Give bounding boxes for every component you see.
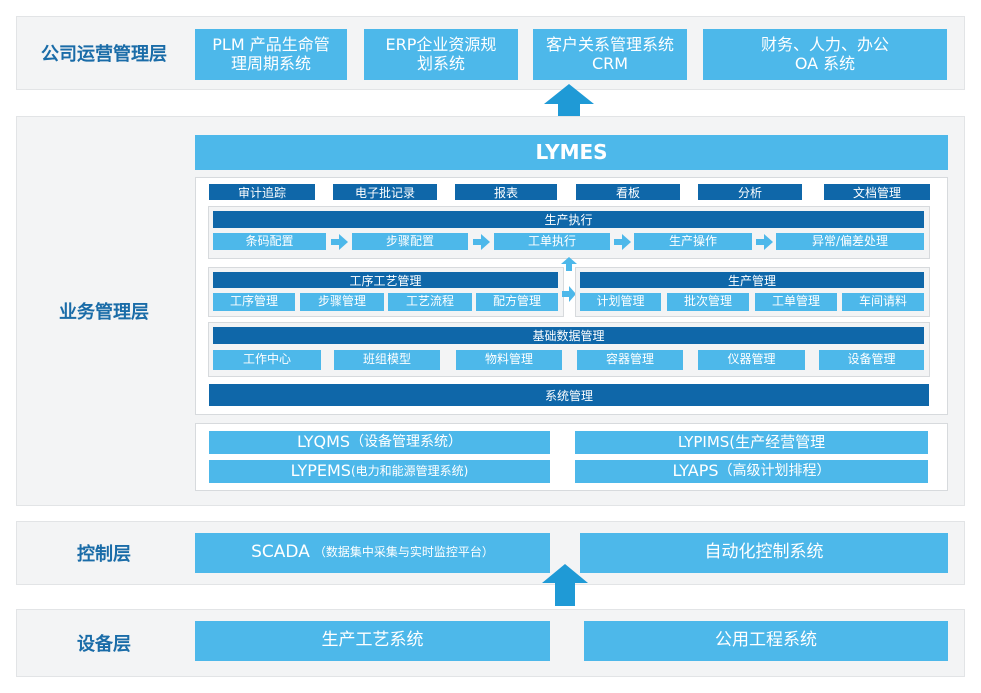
prod-item-material-request: 车间请料 xyxy=(842,293,924,311)
production-management-title: 生产管理 xyxy=(580,272,924,288)
up-arrow-icon xyxy=(544,84,594,128)
lyqms-box: LYQMS （设备管理系统） xyxy=(209,431,550,454)
lyaps-sub-label: （高级计划排程） xyxy=(718,463,831,480)
lypems-sub-label: (电力和能源管理系统) xyxy=(350,463,469,478)
up-arrow-icon xyxy=(542,564,588,606)
process-system-box: 生产工艺系统 xyxy=(195,621,550,661)
module-board: 看板 xyxy=(576,184,680,200)
step-step-config: 步骤配置 xyxy=(352,233,468,250)
crm-system-box: 客户关系管理系统 CRM xyxy=(533,29,687,80)
scada-box: SCADA （数据集中采集与实时监控平台） xyxy=(195,533,550,573)
right-arrow-icon xyxy=(614,239,622,245)
master-data-title: 基础数据管理 xyxy=(213,327,924,344)
oa-system-box: 财务、人力、办公 OA 系统 xyxy=(703,29,947,80)
module-audit-trail: 审计追踪 xyxy=(209,184,315,200)
right-arrow-icon xyxy=(622,234,631,250)
right-arrow-icon xyxy=(562,286,576,302)
master-item-team-model: 班组模型 xyxy=(334,350,440,370)
step-barcode-config: 条码配置 xyxy=(213,233,326,250)
prod-item-workorder: 工单管理 xyxy=(755,293,837,311)
module-ebr: 电子批记录 xyxy=(333,184,437,200)
lypims-box: LYPIMS(生产经营管理 xyxy=(575,431,928,454)
automation-control-box: 自动化控制系统 xyxy=(580,533,948,573)
master-item-workcenter: 工作中心 xyxy=(213,350,321,370)
business-layer-label: 业务管理层 xyxy=(59,302,149,323)
process-item-step: 步骤管理 xyxy=(300,293,384,311)
equipment-layer-label: 设备层 xyxy=(77,634,131,655)
up-arrow-icon xyxy=(561,257,577,271)
utility-system-box: 公用工程系统 xyxy=(584,621,948,661)
step-exception-handling: 异常/偏差处理 xyxy=(776,233,924,250)
right-arrow-icon xyxy=(764,234,773,250)
erp-system-box: ERP企业资源规 划系统 xyxy=(364,29,518,80)
system-management-bar: 系统管理 xyxy=(209,384,929,406)
process-item-procedure: 工序管理 xyxy=(213,293,295,311)
master-item-equipment: 设备管理 xyxy=(819,350,924,370)
lyqms-sub-label: （设备管理系统） xyxy=(350,434,463,451)
right-arrow-icon xyxy=(473,239,481,245)
right-arrow-icon xyxy=(331,239,339,245)
right-arrow-icon xyxy=(481,234,490,250)
module-report: 报表 xyxy=(455,184,557,200)
lypems-box: LYPEMS (电力和能源管理系统) xyxy=(209,460,550,483)
control-layer-label: 控制层 xyxy=(77,544,131,565)
lymes-title-bar: LYMES xyxy=(195,135,948,170)
lypems-main-label: LYPEMS xyxy=(290,461,351,481)
module-analysis: 分析 xyxy=(698,184,802,200)
process-item-recipe: 配方管理 xyxy=(476,293,558,311)
lyaps-main-label: LYAPS xyxy=(672,461,719,481)
process-management-title: 工序工艺管理 xyxy=(213,272,558,288)
right-arrow-icon xyxy=(756,239,764,245)
scada-sub-label: （数据集中采集与实时监控平台） xyxy=(313,545,494,560)
production-execution-title: 生产执行 xyxy=(213,211,924,228)
module-document: 文档管理 xyxy=(824,184,930,200)
right-arrow-icon xyxy=(339,234,348,250)
master-item-container: 容器管理 xyxy=(577,350,683,370)
lyaps-box: LYAPS （高级计划排程） xyxy=(575,460,928,483)
step-workorder-exec: 工单执行 xyxy=(494,233,610,250)
step-production-op: 生产操作 xyxy=(634,233,752,250)
scada-main-label: SCADA xyxy=(251,542,310,563)
plm-system-box: PLM 产品生命管 理周期系统 xyxy=(195,29,347,80)
company-ops-layer-label: 公司运营管理层 xyxy=(41,44,167,65)
master-item-instrument: 仪器管理 xyxy=(698,350,805,370)
master-item-material: 物料管理 xyxy=(456,350,562,370)
process-item-flow: 工艺流程 xyxy=(388,293,472,311)
prod-item-batch: 批次管理 xyxy=(667,293,749,311)
lyqms-main-label: LYQMS xyxy=(296,432,351,452)
prod-item-plan: 计划管理 xyxy=(580,293,661,311)
